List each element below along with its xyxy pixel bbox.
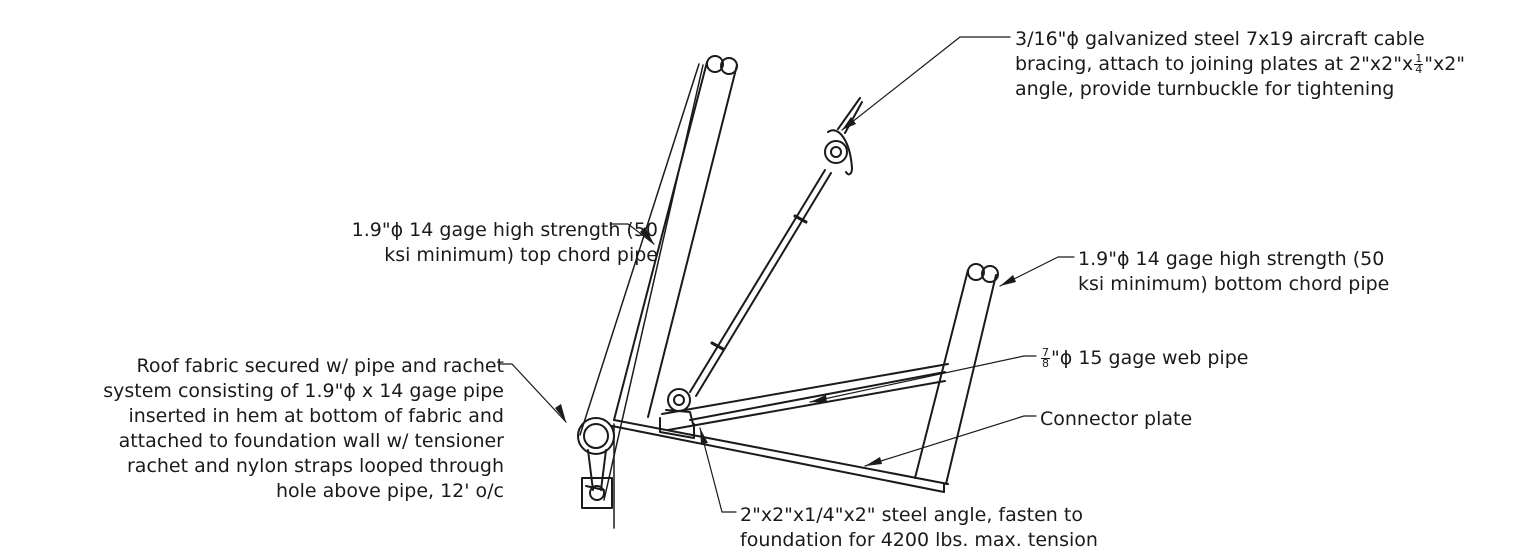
web-pipe-note-text: "ϕ 15 gage web pipe [1051,347,1249,369]
fraction-denominator: 8 [1042,357,1049,370]
top-chord-pipe [613,55,738,421]
roof-fabric-note: Roof fabric secured w/ pipe and rachet s… [103,354,504,504]
roof-fabric-note-line-6: hole above pipe, 12' o/c [275,480,504,502]
roof-fabric [579,63,704,501]
steel-angle-note-line-1: 2"x2"x1/4"x2" steel angle, fasten to [740,504,1083,526]
cable-note-line-1: 3/16"ϕ galvanized steel 7x19 aircraft ca… [1015,28,1425,50]
connector-plate-note: Connector plate [1040,407,1192,432]
fraction-denominator: 4 [1415,63,1423,76]
cable-note-line-3: angle, provide turnbuckle for tightening [1015,78,1395,100]
roof-fabric-note-line-1: Roof fabric secured w/ pipe and rachet [136,355,504,377]
fraction-numerator: 1 [1414,52,1424,65]
web-pipe [661,363,949,431]
steel-angle-note-line-2: foundation for 4200 lbs. max. tension [740,529,1098,551]
bottom-chord-note-line-2: ksi minimum) bottom chord pipe [1078,273,1390,295]
aircraft-cable [667,97,863,412]
roof-fabric-note-line-3: inserted in hem at bottom of fabric and [128,405,504,427]
connector-plate [611,419,949,493]
roof-fabric-note-line-5: rachet and nylon straps looped through [126,455,504,477]
cable-note-line-2: bracing, attach to joining plates at 2"x… [1015,52,1465,77]
roof-fabric-note-line-4: attached to foundation wall w/ tensioner [118,430,504,452]
cable-note-line-2-text: bracing, attach to joining plates at 2"x… [1015,53,1414,75]
top-chord-note-line-1: 1.9"ϕ 14 gage high strength (50 [351,219,658,241]
top-chord-note: 1.9"ϕ 14 gage high strength (50 ksi mini… [352,218,658,268]
roof-fabric-note-line-2: system consisting of 1.9"ϕ x 14 gage pip… [103,380,504,402]
cable-note-line-2-suffix: "x2" [1424,53,1466,75]
fraction-numerator: 7 [1041,346,1050,359]
cable-bracing-note: 3/16"ϕ galvanized steel 7x19 aircraft ca… [1015,27,1465,102]
bottom-chord-pipe [914,263,999,485]
bottom-chord-note-line-1: 1.9"ϕ 14 gage high strength (50 [1078,248,1385,270]
leader-lines [499,36,1075,513]
connector-plate-note-text: Connector plate [1040,408,1193,430]
arrowheads [555,117,1016,466]
steel-angle-note: 2"x2"x1/4"x2" steel angle, fasten to fou… [740,503,1098,553]
top-chord-note-line-2: ksi minimum) top chord pipe [384,244,658,266]
bottom-chord-note: 1.9"ϕ 14 gage high strength (50 ksi mini… [1078,247,1389,297]
fabric-tensioner [577,417,615,529]
